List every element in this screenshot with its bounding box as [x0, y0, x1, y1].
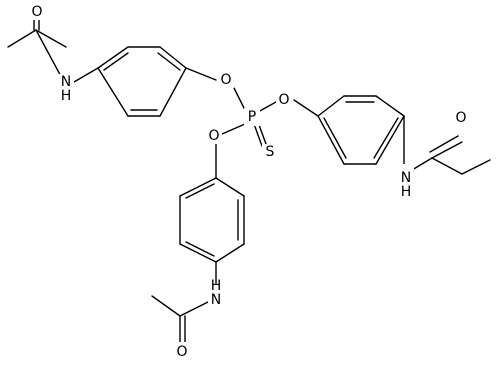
atom-O5: O: [455, 110, 466, 126]
atom-N1-H: H: [61, 88, 72, 104]
atom-O1: O: [31, 4, 42, 20]
atom-N3: N: [211, 292, 221, 308]
atom-N1: N: [61, 74, 71, 90]
atom-labels: O N H O P O O S O N H N H O: [30, 4, 469, 360]
atom-N2: N: [401, 170, 411, 186]
atom-O6: O: [176, 344, 187, 360]
benzene-ring-bottom: [179, 143, 245, 285]
acetamido-group-bottom: [151, 295, 209, 343]
atom-O4: O: [208, 128, 219, 144]
atom-S: S: [266, 144, 275, 160]
benzene-ring-right: [293, 95, 405, 167]
atom-N2-H: H: [401, 184, 412, 200]
atom-O3: O: [278, 92, 289, 108]
acetamido-group-left: [7, 11, 99, 83]
atom-N3-H: H: [211, 278, 222, 294]
benzene-ring-top: [97, 46, 217, 117]
atom-O2: O: [220, 72, 231, 88]
atom-P: P: [248, 109, 256, 125]
acetamido-group-right: [411, 135, 491, 175]
